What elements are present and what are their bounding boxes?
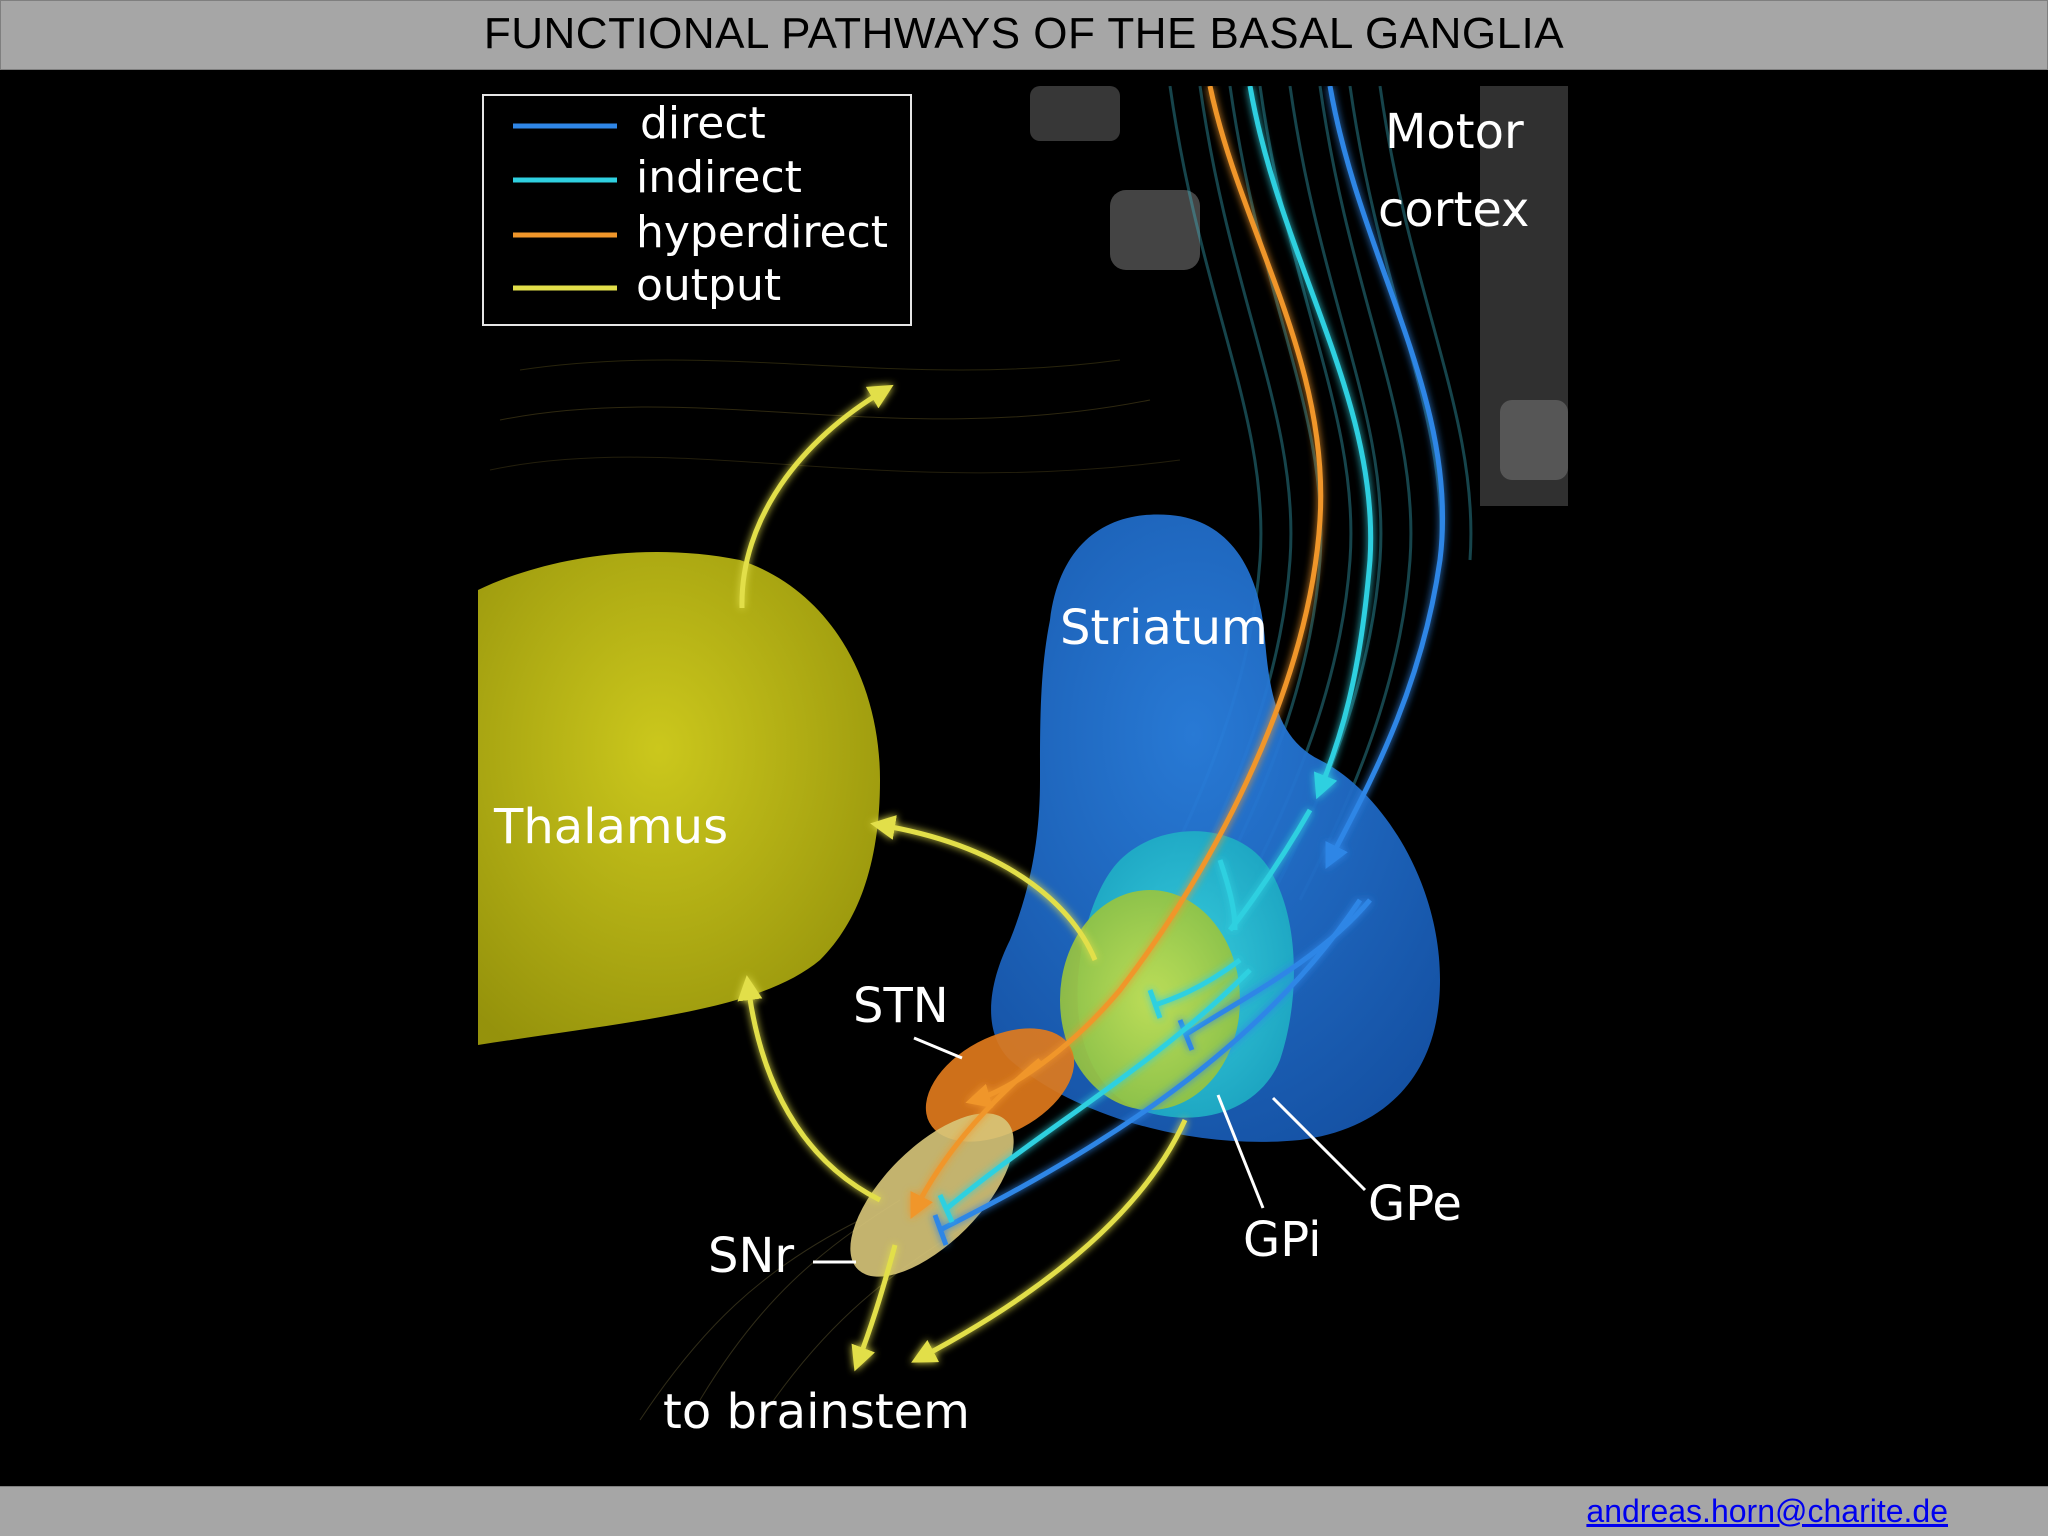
gpi-label: GPi [1243, 1212, 1321, 1268]
gpi-shape [1060, 890, 1240, 1110]
legend-label-direct: direct [640, 98, 766, 149]
author-email-link[interactable]: andreas.horn@charite.de [1586, 1493, 1948, 1529]
footer-bar: andreas.horn@charite.de [0, 1486, 2048, 1536]
legend-label-hyperdirect: hyperdirect [636, 207, 888, 258]
title-bar: FUNCTIONAL PATHWAYS OF THE BASAL GANGLIA [0, 0, 2048, 70]
legend-label-indirect: indirect [636, 152, 802, 203]
output-pathways [737, 384, 1188, 1372]
motor-cortex-label-line1: Motor [1385, 104, 1524, 160]
thalamus-shape [478, 551, 880, 1045]
thalamus-label: Thalamus [493, 799, 728, 855]
basal-ganglia-figure: direct indirect hyperdirect output Motor… [478, 86, 1568, 1450]
legend: direct indirect hyperdirect output [482, 94, 912, 326]
brainstem-label: to brainstem [663, 1384, 970, 1440]
gpe-label: GPe [1368, 1176, 1462, 1232]
snr-label: SNr [708, 1228, 794, 1284]
structure-labels: Motor cortex Striatum Thalamus STN SNr G… [493, 104, 1529, 1440]
motor-cortex-region [1030, 86, 1568, 506]
hyperdirect-pathway [910, 86, 1324, 1219]
leader-lines [813, 1036, 1367, 1264]
slide-title: FUNCTIONAL PATHWAYS OF THE BASAL GANGLIA [483, 9, 1565, 58]
striatum-label: Striatum [1060, 600, 1268, 656]
direct-pathway [932, 86, 1446, 1246]
stn-label: STN [853, 978, 949, 1034]
stn-shape [925, 1028, 1075, 1142]
legend-label-output: output [636, 260, 781, 311]
indirect-pathway [937, 86, 1374, 1224]
motor-cortex-label-line2: cortex [1378, 182, 1529, 238]
